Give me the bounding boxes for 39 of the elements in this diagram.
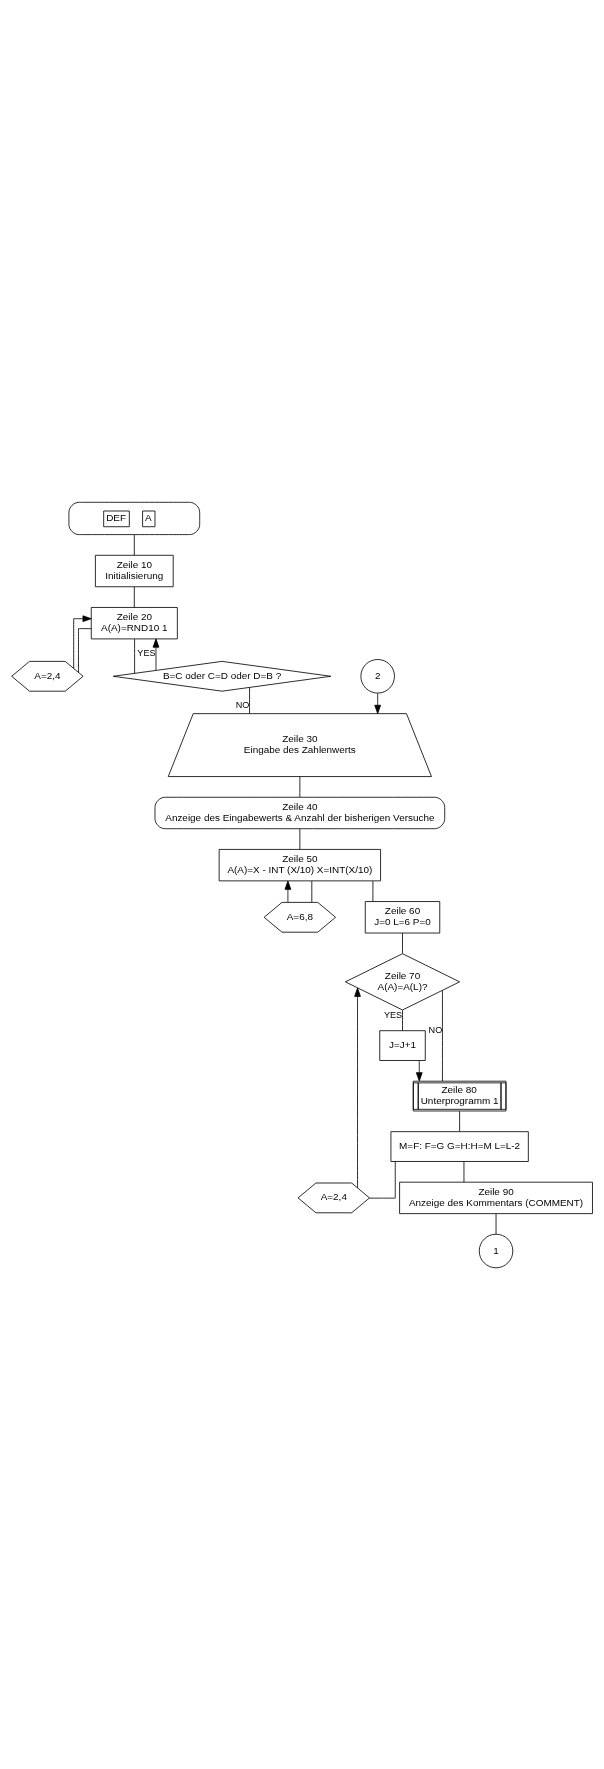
edge-label: YES <box>137 647 156 658</box>
edge-label: YES <box>383 1009 403 1020</box>
connector <box>495 1212 497 1234</box>
connector <box>249 686 250 714</box>
arrow <box>354 987 361 1188</box>
connector <box>311 880 313 903</box>
connector <box>133 533 135 556</box>
connector <box>133 586 135 608</box>
connector <box>402 1009 403 1031</box>
connector <box>299 775 301 797</box>
arrow <box>284 880 292 903</box>
node-box: M=F: F=G G=H:H=M L=L-2 <box>390 1130 529 1162</box>
arrow <box>152 638 160 671</box>
connector <box>442 989 443 1081</box>
node-box: DEF A <box>68 501 201 535</box>
node-box: J=J+1 <box>379 1029 426 1061</box>
connector <box>299 828 301 850</box>
connector <box>134 638 135 673</box>
connector <box>463 1160 465 1182</box>
connector <box>78 627 92 673</box>
node-box: Zeile 10 Initialisierung <box>95 554 174 587</box>
arrow <box>73 614 92 669</box>
connector <box>402 932 403 954</box>
node-circle: 2 <box>360 658 395 693</box>
arrow <box>415 1059 423 1081</box>
node-box: Zeile 50 A(A)=X - INT (X/10) X=INT(X/10) <box>218 848 381 881</box>
connector <box>372 880 374 902</box>
node-box: Zeile 90 Anzeige des Kommentars (COMMENT) <box>399 1181 593 1214</box>
node-box: Zeile 20 A(A)=RND10 1 <box>90 606 178 639</box>
edge-label: NO <box>428 1024 443 1035</box>
connector <box>459 1110 461 1132</box>
node-diamond: Zeile 70 A(A)=A(L)? <box>344 952 461 1010</box>
node-box: Zeile 60 J=0 L=6 P=0 <box>364 900 441 933</box>
node-circle: 1 <box>478 1233 514 1268</box>
edge-label: NO <box>235 699 250 710</box>
arrow <box>374 692 381 714</box>
node-diamond: B=C oder C=D oder D=B ? <box>112 660 332 692</box>
node-box: Zeile 40 Anzeige des Eingabewerts & Anzahl der bisherigen Versuche <box>154 796 446 829</box>
connector <box>369 1160 396 1199</box>
